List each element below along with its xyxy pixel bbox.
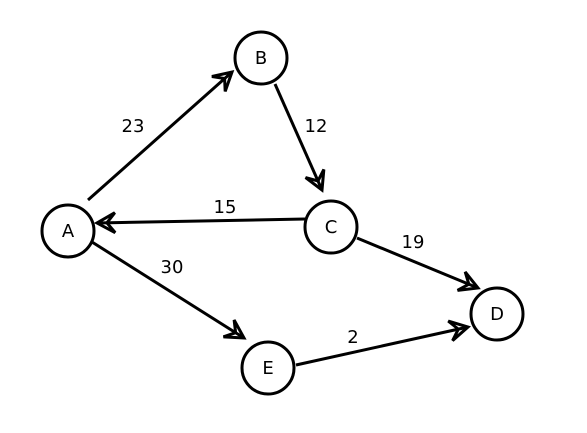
node-label: C bbox=[325, 217, 338, 238]
edge-line bbox=[87, 70, 233, 202]
node-circle bbox=[40, 203, 96, 259]
edge-c-a: 15 bbox=[93, 197, 306, 234]
edge-e-d: 2 bbox=[295, 319, 472, 367]
node-label: B bbox=[255, 48, 267, 69]
node-circle bbox=[303, 199, 359, 255]
edge-weight-label: 15 bbox=[214, 197, 237, 218]
edge-weight-label: 2 bbox=[347, 327, 358, 348]
arrowhead-icon bbox=[211, 69, 235, 92]
arrowhead-icon bbox=[93, 211, 117, 234]
edge-line bbox=[295, 325, 469, 367]
arrowhead-icon bbox=[456, 270, 481, 292]
edge-a-b: 23 bbox=[87, 69, 235, 202]
edge-line bbox=[273, 83, 324, 191]
nodes-layer: A B C D E bbox=[40, 30, 525, 396]
node-circle bbox=[233, 30, 289, 86]
node-label: A bbox=[62, 221, 75, 242]
node-e: E bbox=[240, 340, 296, 396]
edge-c-d: 19 bbox=[356, 232, 481, 292]
node-c: C bbox=[303, 199, 359, 255]
node-d: D bbox=[469, 286, 525, 342]
arrowhead-icon bbox=[304, 168, 326, 193]
edge-line bbox=[96, 217, 306, 225]
edge-weight-label: 19 bbox=[402, 232, 425, 253]
edge-weight-label: 12 bbox=[305, 116, 328, 137]
arrowhead-icon bbox=[447, 319, 472, 342]
arrowhead-icon bbox=[222, 319, 247, 340]
node-b: B bbox=[233, 30, 289, 86]
node-circle bbox=[469, 286, 525, 342]
edge-b-c: 12 bbox=[273, 83, 328, 193]
node-a: A bbox=[40, 203, 96, 259]
edge-line bbox=[356, 236, 479, 290]
edge-line bbox=[91, 240, 245, 340]
node-circle bbox=[240, 340, 296, 396]
edge-weight-label: 23 bbox=[122, 116, 145, 137]
edges-layer: 23 12 15 19 30 2 bbox=[87, 69, 481, 367]
node-label: D bbox=[490, 304, 504, 325]
edge-a-e: 30 bbox=[91, 240, 247, 340]
edge-weight-label: 30 bbox=[161, 257, 184, 278]
node-label: E bbox=[262, 358, 273, 379]
